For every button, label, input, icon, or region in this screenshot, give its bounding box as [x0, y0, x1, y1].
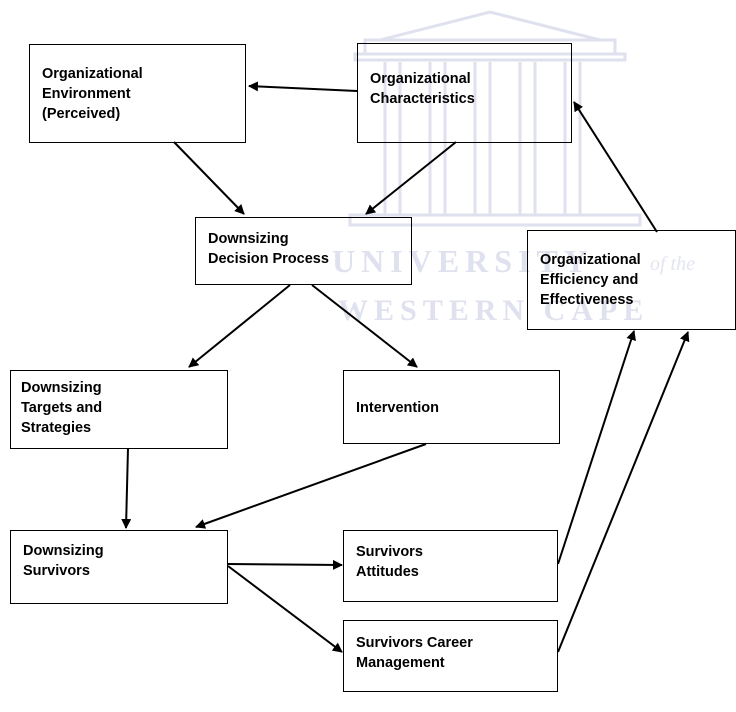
node-survivors-attitudes: Survivors Attitudes — [343, 530, 558, 602]
node-org-characteristics: Organizational Characteristics — [357, 43, 572, 143]
node-survivors: Downsizing Survivors — [10, 530, 228, 604]
node-survivors-label: Downsizing Survivors — [23, 543, 104, 579]
watermark-line1-suffix: of the — [650, 253, 695, 275]
node-survivors-attitudes-label: Survivors Attitudes — [356, 544, 423, 580]
node-org-environment: Organizational Environment (Perceived) — [29, 44, 246, 143]
node-targets-strategies-label: Downsizing Targets and Strategies — [21, 380, 103, 436]
watermark-line1: UNIVERSITY — [332, 243, 593, 279]
node-decision-process: Downsizing Decision Process — [195, 217, 412, 285]
node-intervention: Intervention — [343, 370, 560, 444]
node-intervention-label: Intervention — [356, 400, 439, 416]
node-career-management-label: Survivors Career Management — [356, 635, 473, 671]
node-career-management: Survivors Career Management — [343, 620, 558, 692]
node-org-environment-label: Organizational Environment (Perceived) — [42, 66, 143, 122]
node-org-efficiency-label: Organizational Efficiency and Effectiven… — [540, 252, 641, 308]
node-org-characteristics-label: Organizational Characteristics — [370, 71, 475, 107]
node-decision-process-label: Downsizing Decision Process — [208, 231, 329, 267]
node-org-efficiency: Organizational Efficiency and Effectiven… — [527, 230, 736, 330]
node-targets-strategies: Downsizing Targets and Strategies — [10, 370, 228, 449]
